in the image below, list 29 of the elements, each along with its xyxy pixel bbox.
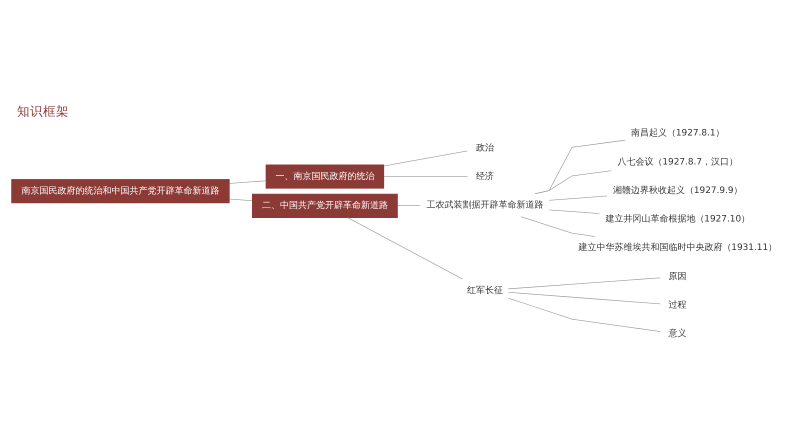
connector xyxy=(508,276,660,289)
connector xyxy=(534,170,612,194)
node-text: 南昌起义（1927.8.1） xyxy=(630,128,724,138)
node-text: 八七会议（1927.8.7，汉口） xyxy=(616,156,738,167)
node-text: 经济 xyxy=(475,171,494,182)
connector xyxy=(534,139,625,194)
node-text: 意义 xyxy=(668,328,686,339)
connector xyxy=(508,291,660,304)
connector xyxy=(228,198,252,200)
node-box: 南京国民政府的统治和中国共产党开辟革命新道路 xyxy=(10,178,230,203)
node-text: 工农武装割据开辟革命新道路 xyxy=(426,200,543,210)
connector xyxy=(228,180,266,184)
connector xyxy=(548,195,607,200)
node-text: 原因 xyxy=(668,271,686,282)
connector xyxy=(520,216,595,236)
node-text: 建立中华苏维埃共和国临时中央政府（1931.11） xyxy=(578,242,777,253)
node-text: 建立井冈山革命根据地（1927.10） xyxy=(604,214,750,224)
connector xyxy=(346,216,462,279)
node-text: 政治 xyxy=(475,142,494,153)
diagram-title: 知识框架 xyxy=(16,104,68,119)
node-text: 湘赣边界秋收起义（1927.9.9） xyxy=(612,185,742,196)
connector xyxy=(396,204,420,206)
node-text: 红军长征 xyxy=(466,285,502,296)
node-box: 一、南京国民政府的统治 xyxy=(265,164,384,188)
node-text: 过程 xyxy=(668,300,686,310)
connector xyxy=(383,150,468,166)
connector xyxy=(548,209,600,214)
node-box: 二、中国共产党开辟革命新道路 xyxy=(251,193,398,218)
connector xyxy=(508,297,660,332)
